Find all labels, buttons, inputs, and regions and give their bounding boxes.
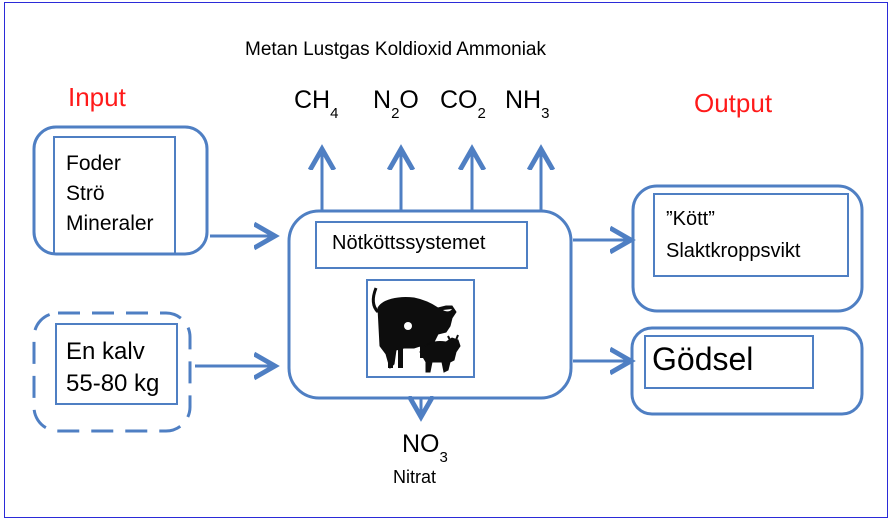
formula-ch4: CH4	[294, 86, 339, 122]
diagram-frame	[4, 2, 888, 518]
formula-no3: NO3	[402, 430, 448, 466]
calf-label: En kalv	[66, 338, 145, 365]
flow-arrows	[195, 152, 628, 414]
formula-n2o: N2O	[373, 86, 419, 122]
output-label: Output	[694, 88, 773, 118]
cow-pictogram	[371, 287, 461, 373]
nitrate-label: Nitrat	[393, 467, 437, 487]
calf-box-inner	[55, 323, 178, 405]
formula-nh3: NH3	[505, 86, 550, 122]
manure-box-inner	[644, 335, 814, 389]
calf-box-outer	[32, 311, 192, 433]
meat-label: ”Kött”	[666, 208, 715, 230]
system-label: Nötköttssystemet	[332, 232, 486, 254]
manure-label: Gödsel	[652, 341, 754, 377]
input-item-feed: Foder	[66, 152, 121, 175]
meat-box-inner	[653, 193, 849, 277]
gas-names: Metan Lustgas Koldioxid Ammoniak	[245, 39, 546, 60]
input-box-inner	[53, 136, 176, 255]
carcass-weight-label: Slaktkroppsvikt	[666, 240, 801, 262]
input-label: Input	[68, 82, 126, 112]
calf-weight: 55-80 kg	[66, 370, 160, 397]
system-label-box	[315, 221, 528, 269]
input-item-minerals: Mineraler	[66, 212, 154, 235]
formula-co2: CO2	[440, 86, 486, 122]
input-item-bedding: Strö	[66, 182, 105, 205]
